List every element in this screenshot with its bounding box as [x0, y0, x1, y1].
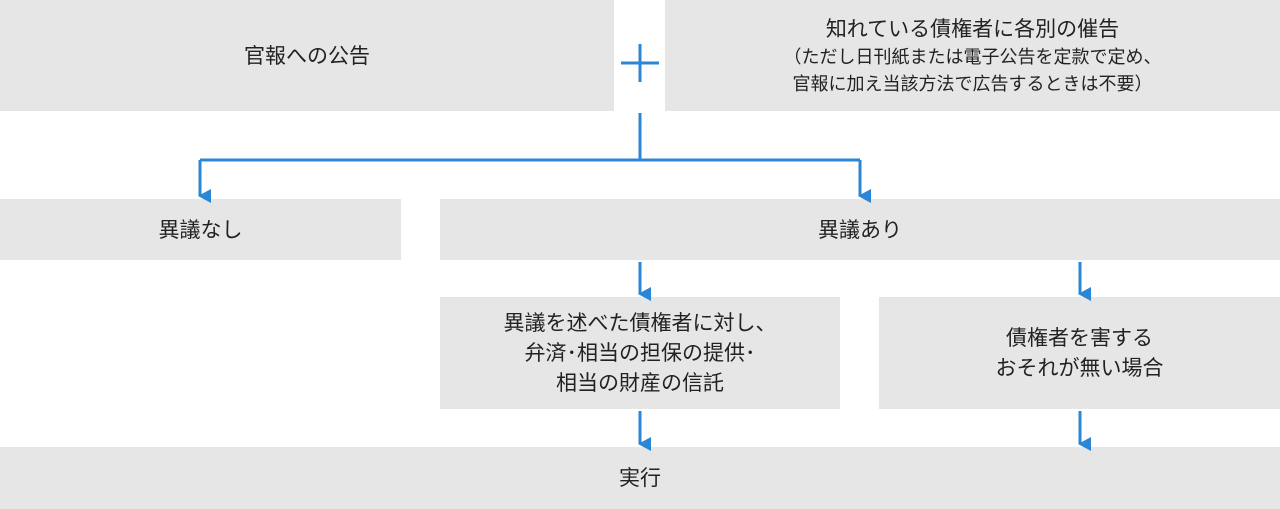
- plus-icon: [621, 44, 659, 82]
- box-official-gazette-notice: 官報への公告: [0, 0, 614, 111]
- box-label: 実行: [619, 466, 661, 490]
- box-line: 債権者を害する: [1006, 326, 1153, 350]
- box-line: 弁済･相当の担保の提供･: [524, 341, 756, 365]
- box-label: 異議なし: [158, 217, 243, 242]
- box-line: 相当の財産の信託: [556, 371, 724, 395]
- box-line: 異議を述べた債権者に対し、: [503, 311, 777, 335]
- box-objection: 異議あり: [440, 199, 1280, 260]
- box-individual-notice-to-creditors: 知れている債権者に各別の催告 （ただし日刊紙または電子公告を定款で定め、 官報に…: [665, 0, 1280, 111]
- box-no-objection: 異議なし: [0, 199, 401, 260]
- box-note-line: （ただし日刊紙または電子公告を定款で定め、: [783, 46, 1162, 68]
- box-execution: 実行: [0, 447, 1280, 509]
- box-label: 官報への公告: [244, 43, 370, 68]
- box-title: 知れている債権者に各別の催告: [825, 16, 1120, 41]
- box-repayment-or-security: 異議を述べた債権者に対し、 弁済･相当の担保の提供･ 相当の財産の信託: [440, 297, 840, 409]
- box-note-line: 官報に加え当該方法で広告するときは不要）: [792, 73, 1153, 95]
- box-label: 異議あり: [818, 217, 902, 242]
- box-line: おそれが無い場合: [995, 356, 1164, 380]
- box-no-harm-to-creditors: 債権者を害する おそれが無い場合: [879, 297, 1280, 409]
